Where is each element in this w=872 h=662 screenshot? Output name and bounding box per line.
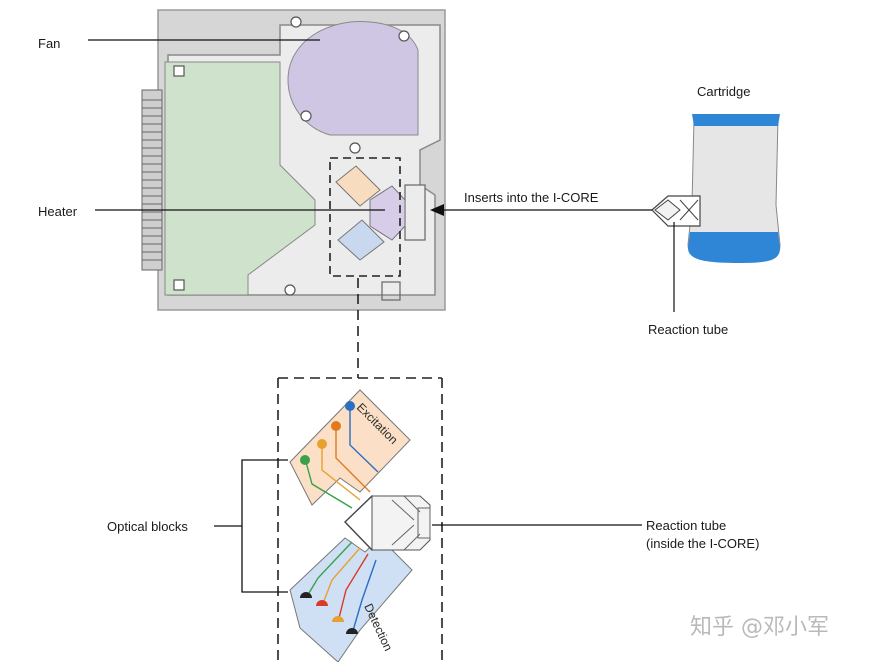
detection-fibers	[305, 541, 377, 635]
watermark: 知乎 @邓小军	[690, 615, 829, 640]
connector-pins	[142, 99, 162, 261]
excitation-fibers	[305, 408, 379, 509]
label-reaction-tube-inside-1: Reaction tube	[646, 518, 726, 533]
label-heater: Heater	[38, 204, 78, 219]
heater-core	[369, 185, 406, 241]
optical-blocks-bracket	[241, 459, 288, 593]
heater-block-orange	[335, 165, 381, 207]
lower-clip	[381, 281, 401, 301]
label-inserts: Inserts into the I-CORE	[464, 190, 599, 205]
detail-tube-holder	[371, 495, 431, 551]
label-reaction-tube-inside-2: (inside the I-CORE)	[646, 536, 759, 551]
icore-module	[141, 9, 446, 311]
label-fan: Fan	[38, 36, 60, 51]
detection-sensors	[300, 592, 358, 634]
optical-detail: Excitation Detection	[277, 377, 443, 662]
detail-selection-box	[329, 157, 401, 277]
label-cartridge: Cartridge	[697, 84, 750, 99]
label-reaction-tube: Reaction tube	[648, 322, 728, 337]
cartridge-top-cap	[692, 114, 780, 126]
cartridge: Cartridge	[651, 84, 781, 263]
label-optical-blocks: Optical blocks	[107, 519, 188, 534]
excitation-leds	[300, 401, 355, 465]
circuit-board	[164, 61, 316, 296]
heater-block-blue	[337, 219, 385, 261]
reaction-tube-diamond	[654, 199, 681, 221]
excitation-block	[289, 389, 411, 506]
insert-arrow-head	[430, 204, 444, 216]
mounting-holes	[173, 16, 410, 296]
label-detection: Detection	[361, 601, 395, 653]
cartridge-base	[688, 232, 780, 263]
tube-slot-clip	[404, 184, 426, 241]
detail-tube-ribs	[391, 495, 431, 551]
